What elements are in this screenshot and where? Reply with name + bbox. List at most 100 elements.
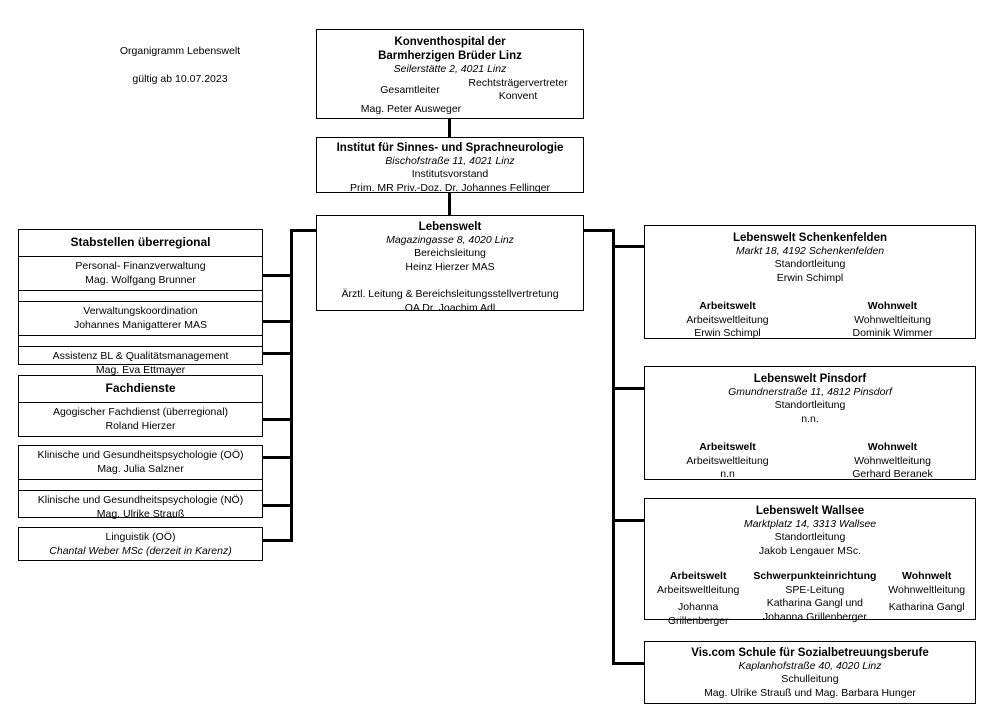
box-lebenswelt-pinsdorf[interactable]: Lebenswelt Pinsdorf Gmundnerstraße 11, 4…: [644, 366, 976, 480]
group-header-fachdienste: Fachdienste: [105, 381, 176, 395]
group-spacer-3: [19, 479, 262, 490]
entry-role: Personal- Finanzverwaltung: [75, 260, 206, 272]
entry-role: Linguistik (OÖ): [105, 531, 176, 543]
chart-title-note: Organigramm Lebenswelt gültig ab 10.07.2…: [60, 30, 300, 100]
box-lebenswelt-wallsee[interactable]: Lebenswelt Wallsee Marktplatz 14, 3313 W…: [644, 498, 976, 627]
column-arbeitswelt[interactable]: Arbeitswelt Arbeitsweltleitung n.n: [645, 441, 810, 482]
connector-left-stub-1: [262, 274, 293, 277]
site-address: Gmundnerstraße 11, 4812 Pinsdorf: [728, 386, 892, 398]
entry-person: Mag. Eva Ettmayer: [95, 363, 186, 376]
lebenswelt-person2: OA Dr. Joachim Adl: [404, 301, 496, 314]
group-stabstellen-ueberregional: Stabstellen überregional Personal- Finan…: [18, 229, 263, 376]
box-viscom-schule[interactable]: Vis.com Schule für Sozialbetreuungsberuf…: [644, 641, 976, 704]
entry-agogischer-fachdienst[interactable]: Agogischer Fachdienst (überregional) Rol…: [19, 402, 262, 436]
column-person: Johanna Grillenberger: [667, 601, 729, 627]
entry-person: Johannes Manigatterer MAS: [73, 318, 208, 331]
connector-left-horizontal-top: [290, 229, 320, 232]
chart-validity: gültig ab 10.07.2023: [132, 73, 228, 85]
connector-left-stub-3: [262, 352, 293, 355]
column-schwerpunkteinrichtung[interactable]: Schwerpunkteinrichtung SPE-Leitung Katha…: [751, 570, 878, 628]
group-gesundheitspsychologie: Klinische und Gesundheitspsychologie (OÖ…: [18, 445, 263, 520]
column-wohnwelt[interactable]: Wohnwelt Wohnweltleitung Gerhard Beranek: [810, 441, 975, 482]
group-linguistik: Linguistik (OÖ) Chantal Weber MSc (derze…: [18, 527, 263, 561]
group-spacer-1: [19, 290, 262, 301]
entry-psychologie-noe[interactable]: Klinische und Gesundheitspsychologie (NÖ…: [19, 490, 262, 524]
column-wohnwelt[interactable]: Wohnwelt Wohnweltleitung Dominik Wimmer: [810, 300, 975, 341]
column-role: Arbeitsweltleitung: [686, 313, 769, 326]
konventhospital-person: Mag. Peter Ausweger: [360, 103, 462, 115]
group-fachdienste: Fachdienste Agogischer Fachdienst (überr…: [18, 375, 263, 437]
column-head: Wohnwelt: [867, 441, 918, 453]
entry-assistenz-bl-qualitaetsmanagement[interactable]: Assistenz BL & Qualitätsmanagement Mag. …: [19, 346, 262, 380]
column-person: Katharina Gangl: [888, 601, 965, 613]
site-role: Standortleitung: [774, 531, 846, 543]
entry-linguistik-ooe[interactable]: Linguistik (OÖ) Chantal Weber MSc (derze…: [19, 528, 262, 561]
connector-left-stub-4: [262, 418, 293, 421]
konventhospital-address: Seilerstätte 2, 4021 Linz: [393, 63, 507, 75]
group-spacer-2: [19, 335, 262, 346]
entry-role: Klinische und Gesundheitspsychologie (OÖ…: [37, 449, 244, 461]
column-person: Erwin Schimpl: [694, 327, 761, 339]
column-person: Dominik Wimmer: [852, 327, 933, 339]
site-title: Lebenswelt Wallsee: [755, 505, 865, 517]
connector-right-stub-4: [612, 662, 645, 665]
site-address: Marktplatz 14, 3313 Wallsee: [743, 518, 877, 530]
site-columns: Arbeitswelt Arbeitsweltleitung n.n Wohnw…: [645, 441, 975, 482]
institut-title: Institut für Sinnes- und Sprachneurologi…: [336, 142, 564, 154]
lebenswelt-role: Bereichsleitung: [414, 247, 486, 259]
connector-right-stub-1: [612, 245, 645, 248]
lebenswelt-title: Lebenswelt: [418, 221, 482, 233]
box-institut[interactable]: Institut für Sinnes- und Sprachneurologi…: [316, 137, 584, 194]
site-title: Lebenswelt Pinsdorf: [753, 373, 867, 385]
column-head: Schwerpunkteinrichtung: [753, 570, 877, 582]
column-wohnwelt[interactable]: Wohnwelt Wohnweltleitung Katharina Gangl: [878, 570, 975, 628]
site-role: Standortleitung: [774, 258, 846, 270]
entry-verwaltungskoordination[interactable]: Verwaltungskoordination Johannes Manigat…: [19, 301, 262, 335]
box-konventhospital[interactable]: Konventhospital der Barmherzigen Brüder …: [316, 29, 584, 119]
box-lebenswelt-schenkenfelden[interactable]: Lebenswelt Schenkenfelden Markt 18, 4192…: [644, 225, 976, 339]
entry-person: Chantal Weber MSc (derzeit in Karenz): [49, 544, 232, 557]
column-role: Arbeitsweltleitung: [657, 583, 740, 596]
connector-left-trunk: [290, 229, 293, 542]
site-title: Lebenswelt Schenkenfelden: [732, 232, 887, 244]
konventhospital-title-line2: Barmherzigen Brüder Linz: [378, 50, 522, 62]
column-role: Arbeitsweltleitung: [686, 454, 769, 467]
column-head: Wohnwelt: [902, 570, 952, 582]
entry-psychologie-ooe[interactable]: Klinische und Gesundheitspsychologie (OÖ…: [19, 446, 262, 479]
column-role: Wohnweltleitung: [854, 454, 931, 467]
konventhospital-role-konvent: Konvent: [498, 90, 538, 102]
box-lebenswelt[interactable]: Lebenswelt Magazingasse 8, 4020 Linz Ber…: [316, 215, 584, 314]
site-role: Schulleitung: [781, 673, 839, 685]
connector-left-stub-7: [262, 539, 293, 542]
site-person: Mag. Ulrike Strauß und Mag. Barbara Hung…: [704, 686, 916, 699]
column-arbeitswelt[interactable]: Arbeitswelt Arbeitsweltleitung Erwin Sch…: [645, 300, 810, 341]
entry-person: Mag. Ulrike Strauß: [96, 507, 185, 520]
entry-role: Klinische und Gesundheitspsychologie (NÖ…: [37, 494, 244, 506]
site-person: Jakob Lengauer MSc.: [758, 544, 862, 557]
site-columns: Arbeitswelt Arbeitsweltleitung Erwin Sch…: [645, 300, 975, 341]
lebenswelt-person: Heinz Hierzer MAS: [405, 260, 495, 273]
connector-left-stub-6: [262, 504, 293, 507]
column-role: Wohnweltleitung: [854, 313, 931, 326]
entry-person: Mag. Julia Salzner: [97, 462, 184, 475]
connector-right-stub-2: [612, 387, 645, 390]
chart-title: Organigramm Lebenswelt: [119, 45, 241, 57]
site-address: Markt 18, 4192 Schenkenfelden: [735, 245, 885, 257]
site-address: Kaplanhofstraße 40, 4020 Linz: [738, 660, 882, 672]
column-head: Arbeitswelt: [669, 570, 727, 582]
column-role: SPE-Leitung: [785, 583, 845, 596]
connector-left-stub-5: [262, 456, 293, 459]
lebenswelt-address: Magazingasse 8, 4020 Linz: [386, 234, 514, 246]
entry-personal-finanzverwaltung[interactable]: Personal- Finanzverwaltung Mag. Wolfgang…: [19, 256, 262, 290]
column-arbeitswelt[interactable]: Arbeitswelt Arbeitsweltleitung Johanna G…: [645, 570, 751, 628]
connector-institute-lebenswelt: [448, 192, 451, 215]
column-role: Wohnweltleitung: [888, 583, 966, 596]
institut-person: Prim. MR Priv.-Doz. Dr. Johannes Felling…: [350, 181, 550, 194]
entry-role: Assistenz BL & Qualitätsmanagement: [52, 350, 229, 362]
entry-person: Roland Hierzer: [105, 419, 176, 432]
connector-right-horizontal-top: [582, 229, 615, 232]
connector-right-stub-3: [612, 519, 645, 522]
konventhospital-role-rechtstraegervertreter: Rechtsträgervertreter: [468, 77, 568, 89]
connector-left-stub-2: [262, 320, 293, 323]
site-person: n.n.: [801, 412, 819, 425]
